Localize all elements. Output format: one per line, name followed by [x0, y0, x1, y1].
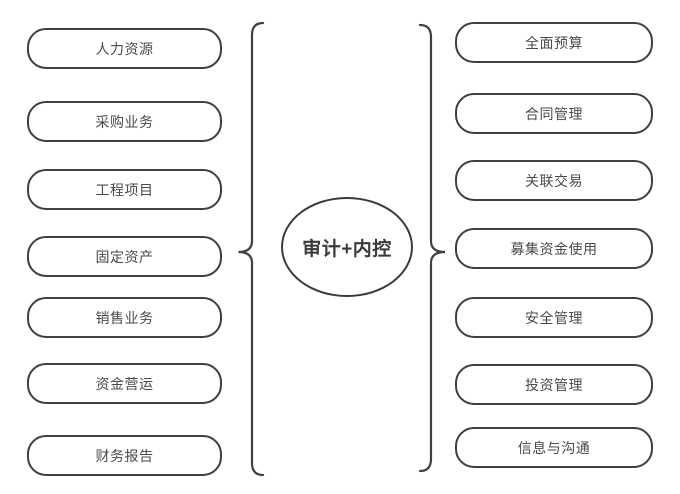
node-contract-management: 合同管理 — [455, 93, 653, 134]
right-brace — [418, 23, 446, 473]
node-label: 安全管理 — [525, 309, 583, 326]
node-information-communication: 信息与沟通 — [455, 427, 653, 468]
node-raised-funds-usage: 募集资金使用 — [455, 228, 653, 269]
node-label: 销售业务 — [95, 309, 154, 326]
node-capital-operations: 资金营运 — [27, 363, 222, 404]
node-label: 固定资产 — [95, 248, 154, 265]
node-comprehensive-budget: 全面预算 — [455, 22, 653, 63]
center-node-label: 审计+内控 — [302, 238, 392, 260]
node-procurement: 采购业务 — [27, 101, 222, 142]
node-label: 关联交易 — [525, 172, 583, 189]
node-sales: 销售业务 — [27, 297, 222, 338]
node-investment-management: 投资管理 — [455, 364, 653, 405]
node-related-transactions: 关联交易 — [455, 160, 653, 201]
node-label: 全面预算 — [525, 34, 583, 51]
node-label: 投资管理 — [525, 376, 583, 393]
node-financial-reporting: 财务报告 — [27, 435, 222, 476]
node-engineering-projects: 工程项目 — [27, 169, 222, 210]
node-label: 采购业务 — [95, 113, 154, 130]
node-label: 工程项目 — [95, 181, 154, 198]
node-human-resources: 人力资源 — [27, 28, 222, 69]
node-label: 人力资源 — [95, 40, 154, 57]
node-label: 信息与沟通 — [517, 439, 591, 456]
node-label: 财务报告 — [95, 447, 154, 464]
node-label: 资金营运 — [95, 375, 154, 392]
node-label: 合同管理 — [525, 105, 583, 122]
center-node-audit-internal-control: 审计+内控 — [281, 197, 413, 297]
node-label: 募集资金使用 — [510, 240, 598, 257]
left-brace — [238, 21, 265, 477]
node-safety-management: 安全管理 — [455, 297, 653, 338]
node-fixed-assets: 固定资产 — [27, 236, 222, 277]
